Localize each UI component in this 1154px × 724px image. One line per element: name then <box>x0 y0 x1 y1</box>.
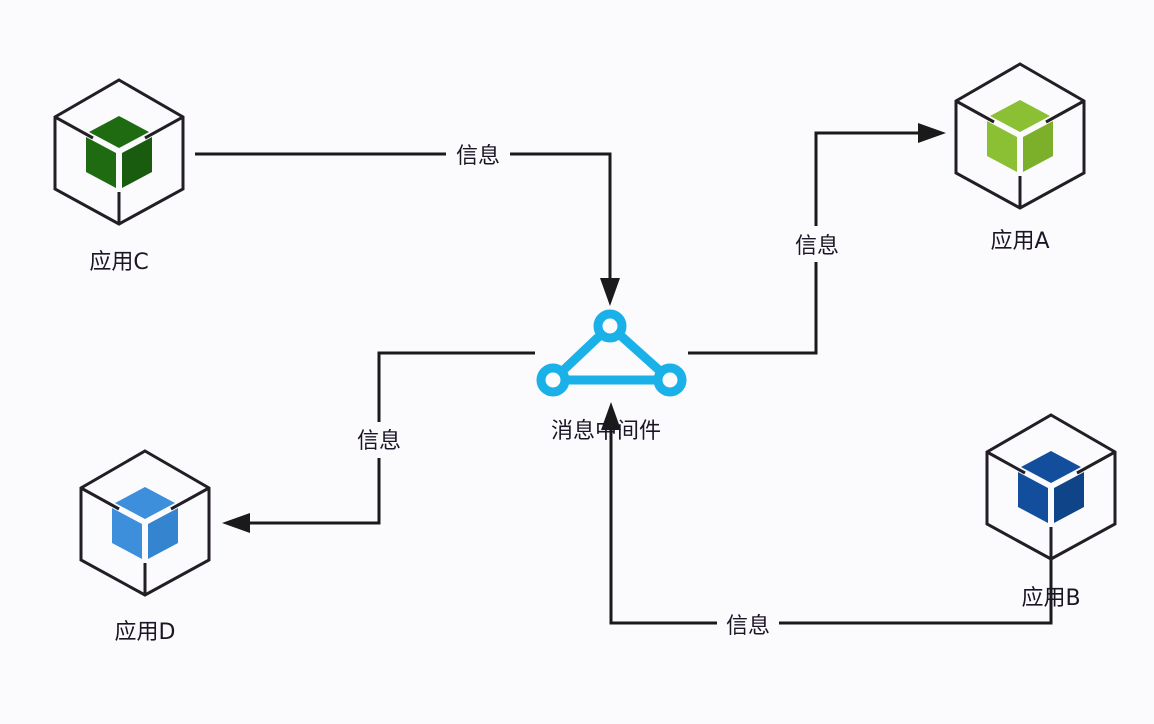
node-label: 应用C <box>89 250 148 275</box>
edge-label: 信息 <box>357 429 401 454</box>
edge-hub-to-d: 信息 <box>222 351 535 533</box>
edge-label: 信息 <box>795 234 839 259</box>
cube-icon <box>53 78 185 226</box>
message-middleware-hub[interactable]: 消息中间件 <box>536 309 687 444</box>
edge-c-to-hub: 信息 <box>195 140 620 306</box>
node-label: 应用D <box>115 620 176 645</box>
arrowhead-icon <box>600 278 620 306</box>
node-label: 应用A <box>990 229 1049 254</box>
arrowhead-icon <box>601 402 621 430</box>
node-app-c[interactable]: 应用C <box>53 78 185 275</box>
edge-b-to-hub: 信息 <box>601 402 1053 642</box>
node-app-d[interactable]: 应用D <box>79 449 211 645</box>
node-label: 应用B <box>1021 586 1080 611</box>
edge-label: 信息 <box>726 614 770 639</box>
cube-icon <box>985 413 1117 561</box>
node-app-b[interactable]: 应用B <box>985 413 1117 611</box>
arrowhead-icon <box>918 123 946 143</box>
edge-hub-to-a: 信息 <box>688 123 946 355</box>
arrowhead-icon <box>222 513 250 533</box>
edge-label: 信息 <box>456 144 500 169</box>
network-triangle-icon <box>536 309 687 397</box>
node-app-a[interactable]: 应用A <box>954 62 1086 254</box>
cube-icon <box>954 62 1086 210</box>
cube-icon <box>79 449 211 597</box>
hub-label: 消息中间件 <box>551 419 661 444</box>
